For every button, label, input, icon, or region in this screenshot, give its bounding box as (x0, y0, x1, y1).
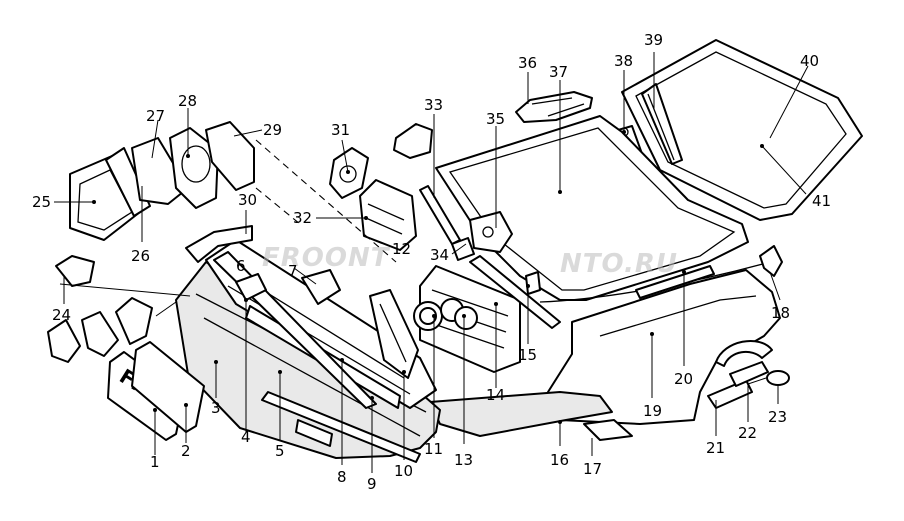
callout-11: 11 (424, 440, 443, 458)
mounting-bracket (185, 225, 253, 263)
callout-7: 7 (288, 262, 298, 280)
callout-26: 26 (131, 247, 150, 265)
headlight-lens (131, 137, 189, 205)
callout-4: 4 (241, 428, 251, 446)
callout-16: 16 (550, 451, 569, 469)
callout-13: 13 (454, 451, 473, 469)
callout-2: 2 (181, 442, 191, 460)
callout-37: 37 (549, 63, 568, 81)
callout-18: 18 (771, 304, 790, 322)
callout-19: 19 (643, 402, 662, 420)
indicator-lamp-left (47, 319, 81, 363)
callout-3: 3 (211, 399, 221, 417)
callout-9: 9 (367, 475, 377, 493)
callout-23: 23 (768, 408, 787, 426)
callout-20: 20 (674, 370, 693, 388)
hood-latch (469, 211, 513, 253)
indicator-lamp-right (81, 311, 119, 357)
watermark-right: NTO.RU (560, 249, 678, 279)
front-fender (547, 269, 781, 425)
fog-lamp (55, 255, 95, 287)
callout-1: 1 (150, 453, 160, 471)
rear-window-glass (621, 39, 863, 221)
callout-35: 35 (486, 110, 505, 128)
bumper-brackets (235, 269, 341, 305)
callout-27: 27 (146, 107, 165, 125)
callout-6: 6 (236, 257, 246, 275)
horn-unit (359, 179, 417, 251)
callout-32: 32 (293, 209, 312, 227)
hood-cable-and-prop (539, 245, 783, 303)
callout-8: 8 (337, 468, 347, 486)
callout-25: 25 (32, 193, 51, 211)
deflector-strip (469, 255, 561, 329)
washer-pump (393, 123, 433, 159)
rubber-buffer (525, 271, 541, 295)
callout-10: 10 (394, 462, 413, 480)
callout-22: 22 (738, 424, 757, 442)
callout-17: 17 (583, 460, 602, 478)
callout-5: 5 (275, 442, 285, 460)
callout-41: 41 (812, 192, 831, 210)
indicator-bracket (115, 297, 153, 345)
callout-33: 33 (424, 96, 443, 114)
watermark: FROONT NTO.RU (262, 243, 678, 279)
leader-lines (54, 52, 809, 473)
callout-31: 31 (331, 121, 350, 139)
hood-panel (435, 115, 749, 301)
hinge-bracket (515, 91, 593, 123)
callout-38: 38 (614, 52, 633, 70)
callout-28: 28 (178, 92, 197, 110)
leader-dots (92, 130, 764, 424)
window-seal-strip (641, 83, 683, 165)
headlamp-assembly (413, 298, 478, 331)
callout-39: 39 (644, 31, 663, 49)
callout-34: 34 (430, 246, 449, 264)
lower-splash-shield (429, 391, 633, 441)
callout-labels: 1 2 3 4 5 6 7 8 9 10 11 12 13 14 15 16 1… (32, 31, 831, 493)
callout-15: 15 (518, 346, 537, 364)
callout-21: 21 (706, 439, 725, 457)
headlight-bracket (205, 121, 255, 191)
callout-36: 36 (518, 54, 537, 72)
callout-29: 29 (263, 121, 282, 139)
side-emblem (766, 370, 790, 386)
headlight-reflector (169, 127, 219, 209)
radiator-panel (369, 289, 419, 379)
callout-14: 14 (486, 386, 505, 404)
watermark-left: FROONT (262, 243, 391, 273)
side-lamp (707, 361, 769, 409)
callout-24: 24 (52, 306, 71, 324)
callout-30: 30 (238, 191, 257, 209)
front-bumper (175, 261, 441, 459)
callout-12: 12 (392, 240, 411, 258)
latch-rod (419, 185, 475, 261)
lower-spoiler (261, 391, 421, 463)
callout-40: 40 (800, 52, 819, 70)
